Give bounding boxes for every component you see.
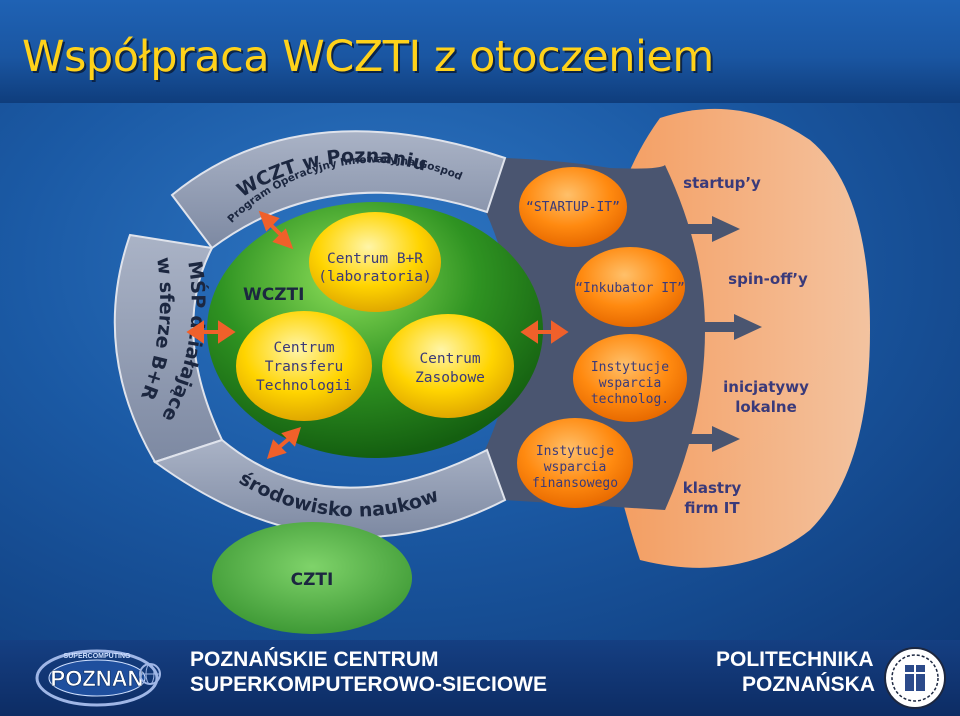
output-spinoffs: spin-off’y: [728, 270, 808, 288]
wczti-label: WCZTI: [243, 285, 304, 305]
node-inkubator-it: [575, 247, 685, 327]
output-klastry-line1: klastry: [683, 479, 742, 497]
footer: POZNAN SUPERCOMPUTING POZNAŃSKIE CENTRUM…: [0, 640, 960, 716]
arrow-left-double-icon: [186, 320, 236, 344]
output-startups: startup’y: [683, 174, 761, 192]
output-arrow-startups-icon: [680, 216, 740, 242]
diagram: WCZTI Centrum B+R (laboratoria) Centrum …: [0, 103, 870, 634]
pcss-logo-ring-text: SUPERCOMPUTING: [64, 653, 131, 660]
pp-name-line1: POLITECHNIKA: [716, 648, 874, 671]
arrow-bottom-double-icon: [266, 426, 302, 460]
node-centrum-br: [309, 212, 441, 312]
node-inkubator-it-label: “Inkubator IT”: [575, 281, 685, 296]
node-transfer-line2: Transferu: [265, 359, 344, 375]
pp-name-line2: POZNAŃSKA: [742, 673, 876, 696]
pcss-logo-text: POZNAN: [51, 666, 144, 691]
pcss-logo: POZNAN SUPERCOMPUTING: [35, 649, 161, 707]
arrow-top-double-icon: [258, 210, 294, 250]
node-instytucje-fin: [517, 418, 633, 508]
node-instytucje-tech-line3: technolog.: [591, 392, 669, 407]
node-instytucje-fin-line3: finansowego: [532, 476, 618, 491]
node-instytucje-tech-line1: Instytucje: [591, 360, 669, 375]
czti-label: CZTI: [291, 570, 334, 590]
slate-fan: [485, 158, 705, 510]
ring-top-segment: [170, 130, 507, 250]
page-title: Współpraca WCZTI z otoczeniem: [22, 32, 714, 82]
node-instytucje-fin-line1: Instytucje: [536, 444, 614, 459]
node-zasobowe-line1: Centrum: [419, 351, 480, 367]
node-instytucje-fin-line2: wsparcia: [544, 460, 607, 475]
output-arrow-spinoffs-icon: [702, 314, 762, 340]
output-inicjatywy-line1: inicjatywy: [723, 378, 809, 396]
arrow-right-double-icon: [520, 320, 569, 344]
node-centrum-br-line2: (laboratoria): [318, 269, 432, 285]
node-zasobowe-line2: Zasobowe: [415, 370, 485, 386]
pcss-name-line1: POZNAŃSKIE CENTRUM: [190, 648, 439, 671]
ring-bottom-segment: [152, 438, 507, 539]
pcss-name-line2: SUPERKOMPUTEROWO-SIECIOWE: [190, 673, 548, 696]
title-bar: Współpraca WCZTI z otoczeniem: [0, 0, 960, 103]
politechnika-emblem: [884, 647, 946, 709]
node-startup-it: [519, 167, 627, 247]
output-klastry-line2: firm IT: [684, 499, 740, 517]
czti-ellipse: [212, 522, 412, 634]
node-transfer-line3: Technologii: [256, 378, 352, 394]
node-centrum-br-line1: Centrum B+R: [327, 251, 423, 267]
node-startup-it-label: “STARTUP-IT”: [526, 200, 620, 215]
node-instytucje-tech: [573, 334, 687, 422]
node-transfer-line1: Centrum: [273, 340, 334, 356]
node-centrum-zasobowe: [382, 314, 514, 418]
output-arrow-inicjatywy-icon: [680, 426, 740, 452]
node-instytucje-tech-line2: wsparcia: [599, 376, 662, 391]
output-inicjatywy-line2: lokalne: [735, 398, 797, 416]
node-centrum-transferu: [236, 311, 372, 421]
